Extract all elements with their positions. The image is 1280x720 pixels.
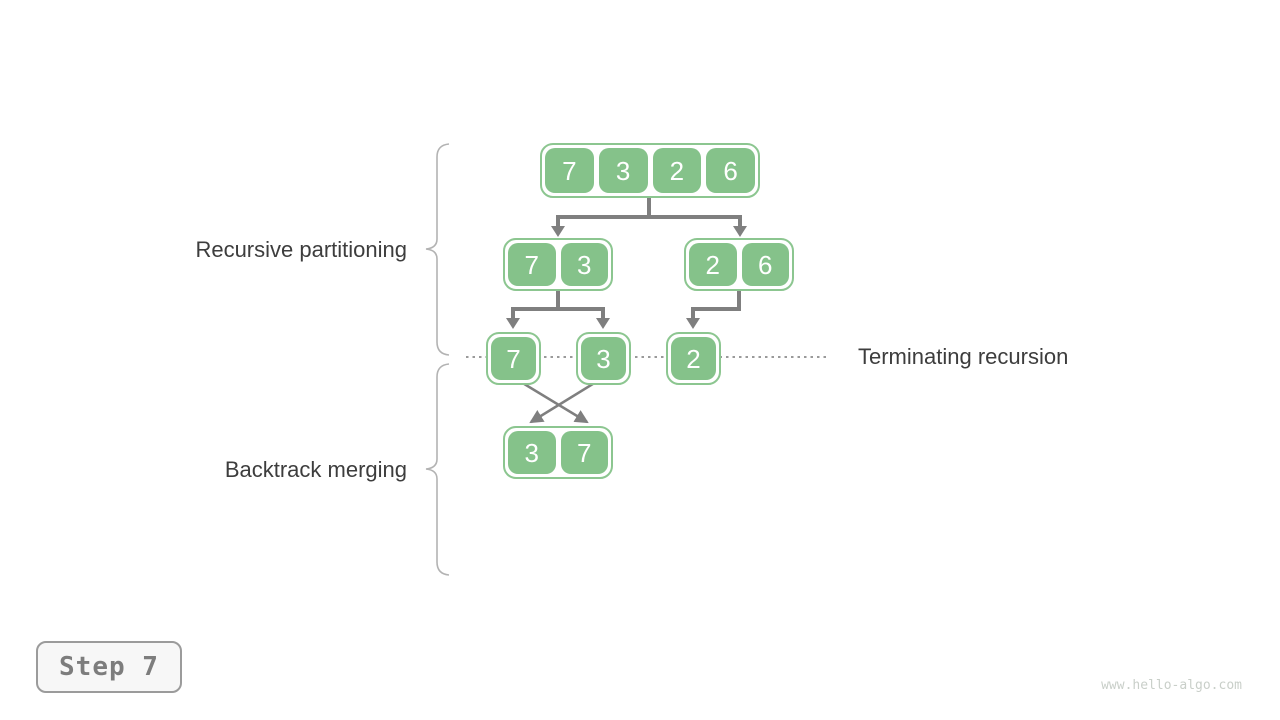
brace-recursive-partitioning xyxy=(425,143,450,356)
array-cell: 3 xyxy=(560,243,608,286)
merge-arrow-7 xyxy=(520,380,589,424)
array-cell: 7 xyxy=(491,337,536,380)
arrowhead-single-2 xyxy=(686,318,700,329)
terminating-recursion-label: Terminating recursion xyxy=(858,344,1069,369)
arrowhead-left-pair xyxy=(551,226,565,237)
array-cell: 3 xyxy=(581,337,626,380)
array-single-7: 7 xyxy=(486,332,541,385)
array-single-3: 3 xyxy=(576,332,631,385)
array-left-pair: 7 3 xyxy=(503,238,613,291)
split-arrows-root xyxy=(556,197,742,227)
array-cell: 7 xyxy=(560,431,608,474)
array-cell: 7 xyxy=(508,243,556,286)
array-cell: 2 xyxy=(652,148,702,193)
brace-backtrack-merging xyxy=(425,363,450,576)
array-cell: 6 xyxy=(741,243,789,286)
array-cell: 3 xyxy=(598,148,648,193)
array-single-2: 2 xyxy=(666,332,721,385)
split-arrows-left-pair xyxy=(511,290,605,319)
array-cell: 6 xyxy=(706,148,755,193)
array-cell: 3 xyxy=(508,431,556,474)
watermark: www.hello-algo.com xyxy=(1101,678,1242,693)
array-cell: 7 xyxy=(545,148,594,193)
array-root: 7 3 2 6 xyxy=(540,143,760,198)
array-cell: 2 xyxy=(671,337,716,380)
step-badge: Step 7 xyxy=(36,641,182,693)
backtrack-merging-label: Backtrack merging xyxy=(224,457,407,482)
array-cell: 2 xyxy=(689,243,737,286)
split-arrow-right-pair xyxy=(691,290,741,319)
array-right-pair: 2 6 xyxy=(684,238,794,291)
recursive-partitioning-label: Recursive partitioning xyxy=(195,237,407,262)
arrowhead-single-3 xyxy=(596,318,610,329)
arrowhead-single-7 xyxy=(506,318,520,329)
arrowhead-right-pair xyxy=(733,226,747,237)
array-merged: 3 7 xyxy=(503,426,613,479)
merge-arrow-3 xyxy=(529,380,597,424)
